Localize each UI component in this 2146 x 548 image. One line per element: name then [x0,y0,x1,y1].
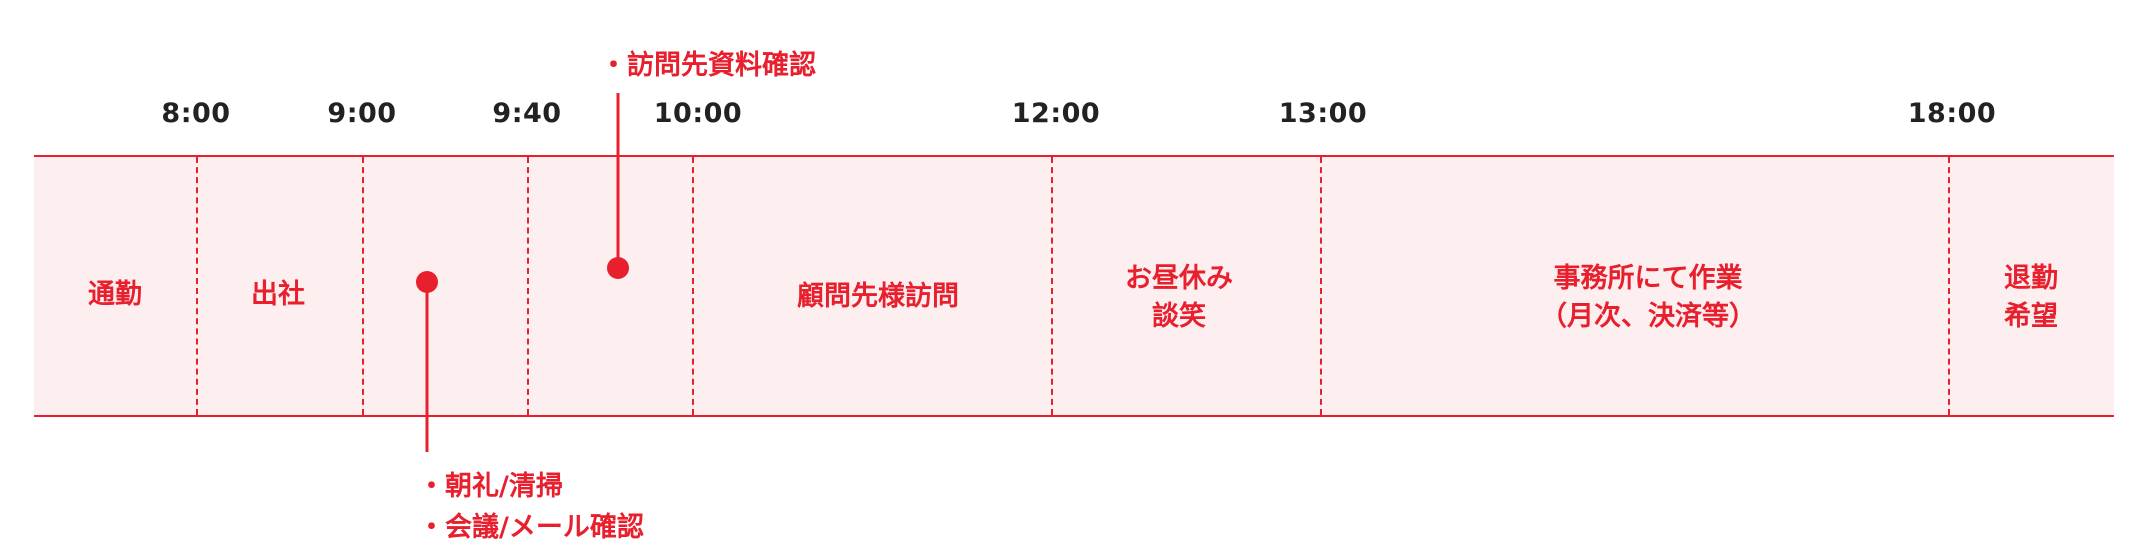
timeline-band [34,155,2114,417]
annotation-bottom-note: ・朝礼/清掃 ・会議/メール確認 [418,466,644,548]
annotation-bottom-stem [425,282,429,452]
time-label: 12:00 [1011,98,1101,129]
divider-1000 [692,157,694,415]
segment-office-work: 事務所にて作業 （月次、決済等） [1540,260,1756,336]
annotation-top-note: ・訪問先資料確認 [600,45,816,86]
time-label: 9:00 [327,98,397,129]
annotation-line: ・訪問先資料確認 [600,50,816,81]
time-label: 18:00 [1907,98,1997,129]
time-label: 10:00 [653,98,743,129]
time-label: 8:00 [161,98,231,129]
divider-1300 [1320,157,1322,415]
segment-label-line: お昼休み [1125,263,1233,294]
segment-label-line: 出社 [251,279,305,310]
annotation-line: ・朝礼/清掃 [418,471,563,502]
segment-leave-office: 退勤 希望 [2004,260,2058,336]
segment-label-line: 通勤 [88,279,142,310]
segment-client-visit: 顧問先様訪問 [797,278,959,316]
segment-label-line: 希望 [2004,301,2058,332]
divider-0800 [196,157,198,415]
time-label: 13:00 [1278,98,1368,129]
segment-arrive-office: 出社 [251,276,305,314]
annotation-top-stem [616,93,620,268]
segment-label-line: 談笑 [1152,301,1206,332]
divider-1200 [1051,157,1053,415]
divider-1800 [1948,157,1950,415]
segment-commute: 通勤 [88,276,142,314]
annotation-line: ・会議/メール確認 [418,512,644,543]
segment-label-line: 顧問先様訪問 [797,281,959,312]
segment-lunch-break: お昼休み 談笑 [1125,260,1233,336]
segment-label-line: 事務所にて作業 [1553,263,1743,294]
segment-label-line: （月次、決済等） [1540,301,1756,332]
divider-0940 [527,157,529,415]
annotation-top-dot [607,257,629,279]
segment-label-line: 退勤 [2004,263,2058,294]
divider-0900 [362,157,364,415]
time-label: 9:40 [492,98,562,129]
